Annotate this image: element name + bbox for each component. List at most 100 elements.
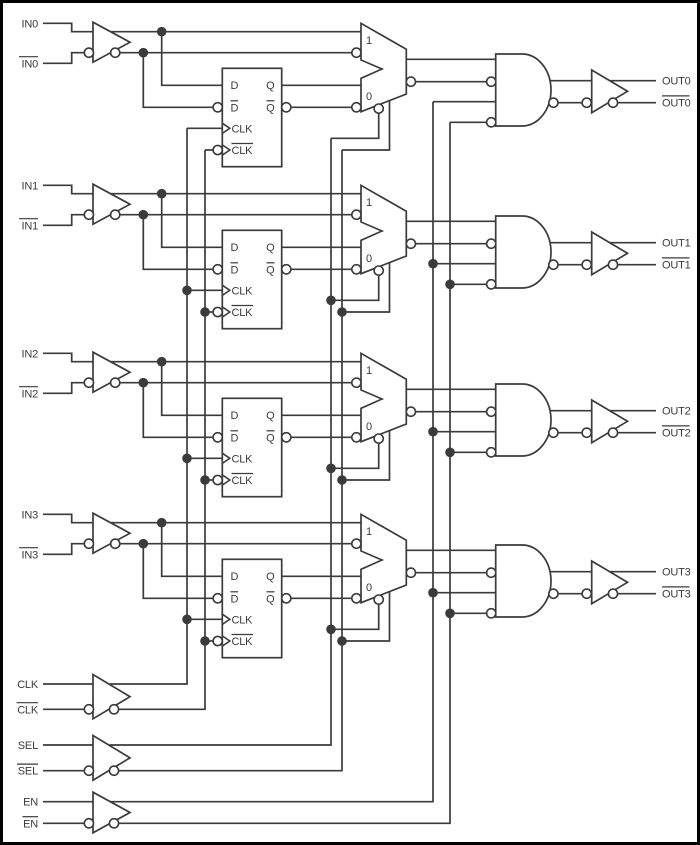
inversion-bubble-icon (607, 97, 619, 109)
inversion-bubble-icon (108, 765, 120, 777)
inversion-bubble-icon (581, 97, 593, 109)
ff-pin-q: Q (266, 571, 275, 583)
inversion-bubble-icon (212, 144, 224, 156)
in-comp-stub (43, 542, 85, 556)
ff-pin-clkbar: CLK (232, 636, 254, 648)
inversion-bubble-icon (212, 431, 224, 443)
dbar-wire (142, 543, 214, 600)
input-comp-label: IN1 (21, 220, 38, 232)
input-label: IN3 (21, 509, 38, 521)
in-true-stub (43, 352, 93, 363)
inversion-bubble-icon (373, 433, 385, 444)
output-comp-label: OUT0 (662, 98, 691, 110)
control-en: EN EN (22, 101, 451, 835)
inversion-bubble-icon (405, 76, 417, 88)
input-label: IN2 (21, 348, 38, 360)
junction-dot (156, 188, 167, 199)
sel-branch (331, 113, 380, 140)
and-gate (494, 215, 552, 289)
inversion-bubble-icon (280, 592, 292, 604)
junction-dot (156, 26, 167, 37)
d-wire (160, 522, 223, 578)
d-flip-flop (221, 67, 283, 168)
inversion-bubble-icon (109, 538, 121, 550)
clk-edge-icon (221, 452, 232, 465)
ff-pin-d: D (231, 410, 239, 422)
selbar-branch (342, 262, 391, 313)
ff-pin-clk: CLK (232, 123, 254, 135)
clk-edge-icon (221, 122, 232, 135)
inversion-bubble-icon (109, 209, 121, 221)
selbar-label: SEL (18, 766, 38, 778)
ff-pin-dbar: D (231, 264, 239, 276)
and-gate (494, 383, 552, 457)
inversion-bubble-icon (373, 265, 385, 276)
clkbar-bus (118, 150, 206, 711)
inversion-bubble-icon (83, 209, 95, 221)
in-comp-stub (43, 51, 85, 65)
and-gate (494, 53, 552, 127)
inversion-bubble-icon (212, 635, 224, 647)
input-comp-label: IN0 (21, 58, 38, 70)
inversion-bubble-icon (350, 538, 362, 550)
ff-pin-q: Q (266, 410, 275, 422)
inversion-bubble-icon (485, 278, 497, 290)
ff-pin-clk: CLK (232, 285, 254, 297)
d-flip-flop (221, 558, 283, 659)
inversion-bubble-icon (108, 703, 120, 715)
d-wire (160, 31, 223, 87)
input-label: IN1 (21, 180, 38, 192)
inversion-bubble-icon (350, 431, 362, 443)
output-label: OUT2 (662, 405, 691, 417)
junction-dot (138, 47, 149, 58)
output-label: OUT3 (662, 566, 691, 578)
ff-pin-q: Q (266, 242, 275, 254)
inversion-bubble-icon (485, 406, 497, 418)
ff-pin-dbar: D (231, 593, 239, 605)
selbar-branch (342, 591, 391, 642)
output-comp-label: OUT3 (662, 589, 691, 601)
ff-pin-dbar: D (231, 432, 239, 444)
ff-pin-q: Q (266, 80, 275, 92)
in-comp-stub (43, 381, 85, 395)
mux-pin-1: 1 (366, 35, 372, 47)
inversion-bubble-icon (212, 101, 224, 113)
inversion-bubble-icon (280, 431, 292, 443)
clk-edge-icon (221, 144, 232, 156)
inversion-bubble-icon (83, 538, 95, 550)
inversion-bubble-icon (83, 703, 95, 715)
in-comp-stub (43, 213, 85, 227)
inversion-bubble-icon (485, 446, 497, 458)
inversion-bubble-icon (83, 765, 95, 777)
output-label: OUT0 (662, 75, 691, 87)
clkbar-label: CLK (17, 704, 39, 716)
sel-branch (331, 443, 380, 470)
inversion-bubble-icon (581, 259, 593, 271)
inversion-bubble-icon (405, 406, 417, 418)
ff-pin-d: D (231, 571, 239, 583)
ff-pin-clk: CLK (232, 614, 254, 626)
inversion-bubble-icon (212, 306, 224, 318)
en-label: EN (23, 797, 38, 809)
in-true-stub (43, 22, 93, 33)
junction-dot (138, 538, 149, 549)
inversion-bubble-icon (548, 259, 559, 271)
in-true-stub (43, 513, 93, 524)
inversion-bubble-icon (350, 263, 362, 275)
clk-edge-icon (221, 474, 232, 486)
inversion-bubble-icon (548, 97, 559, 109)
enbar-bus (118, 122, 451, 825)
enbar-label: EN (23, 818, 38, 830)
inversion-bubble-icon (83, 47, 95, 59)
inversion-bubble-icon (108, 817, 120, 829)
input-label: IN0 (21, 18, 38, 30)
inversion-bubble-icon (350, 209, 362, 221)
inversion-bubble-icon (280, 263, 292, 275)
ff-pin-dbar: D (231, 102, 239, 114)
inversion-bubble-icon (548, 588, 559, 600)
